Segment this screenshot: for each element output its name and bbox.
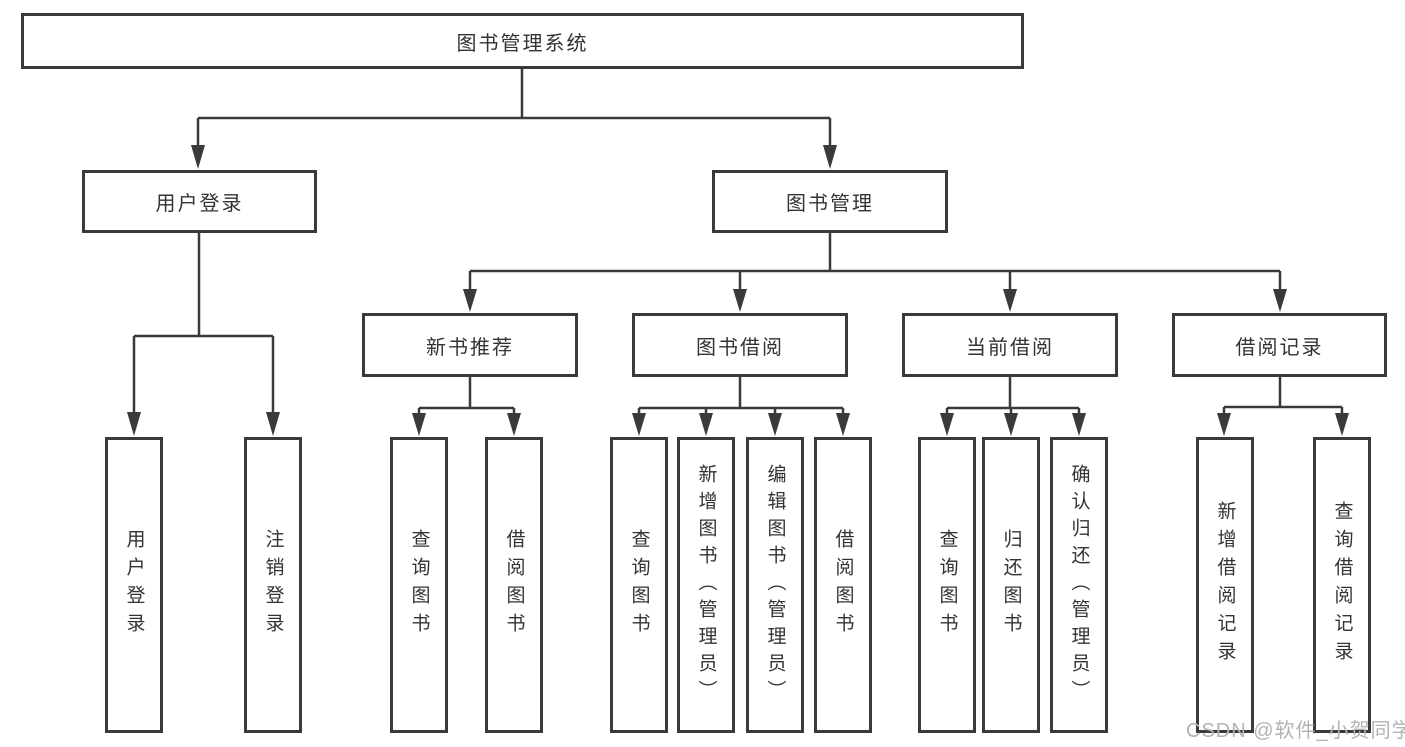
arrow-down-icon bbox=[1072, 413, 1086, 436]
node-new-book-recommend: 新书推荐 bbox=[362, 313, 578, 377]
arrow-down-icon bbox=[632, 413, 646, 436]
node-user-login: 用户登录 bbox=[82, 170, 317, 233]
arrow-down-icon bbox=[127, 412, 141, 436]
node-borrow-records: 借阅记录 bbox=[1172, 313, 1387, 377]
arrow-down-icon bbox=[940, 413, 954, 436]
leaf-query-borrow-record: 查询借阅记录 bbox=[1313, 437, 1371, 733]
arrow-down-icon bbox=[1003, 289, 1017, 312]
arrow-down-icon bbox=[266, 412, 280, 436]
arrow-down-icon bbox=[1273, 289, 1287, 312]
arrow-down-icon bbox=[1335, 413, 1349, 436]
arrow-down-icon bbox=[733, 289, 747, 312]
leaf-return-book: 归还图书 bbox=[982, 437, 1040, 733]
leaf-query-books: 查询图书 bbox=[918, 437, 976, 733]
leaf-add-book-admin: 新增图书（管理员） bbox=[677, 437, 735, 733]
connector-book-borrow-to-leaves bbox=[637, 377, 845, 415]
arrow-down-icon bbox=[1217, 413, 1231, 436]
node-current-borrow: 当前借阅 bbox=[902, 313, 1118, 377]
leaf-add-borrow-record: 新增借阅记录 bbox=[1196, 437, 1254, 733]
csdn-watermark: CSDN @软件_小贺同学 bbox=[1186, 720, 1405, 742]
leaf-confirm-return-admin: 确认归还（管理员） bbox=[1050, 437, 1108, 733]
node-book-management: 图书管理 bbox=[712, 170, 948, 233]
leaf-user-login: 用户登录 bbox=[105, 437, 163, 733]
arrow-down-icon bbox=[823, 145, 837, 169]
arrow-down-icon bbox=[191, 145, 205, 169]
arrow-down-icon bbox=[412, 413, 426, 436]
arrow-down-icon bbox=[1004, 413, 1018, 436]
connector-user-login-to-leaves bbox=[132, 233, 275, 414]
connector-book-management-to-level3 bbox=[468, 233, 1282, 291]
arrow-down-icon bbox=[836, 413, 850, 436]
arrow-down-icon bbox=[463, 289, 477, 312]
leaf-query-books: 查询图书 bbox=[390, 437, 448, 733]
arrow-down-icon bbox=[768, 413, 782, 436]
node-book-borrow: 图书借阅 bbox=[632, 313, 848, 377]
arrow-down-icon bbox=[507, 413, 521, 436]
leaf-edit-book-admin: 编辑图书（管理员） bbox=[746, 437, 804, 733]
connector-new-book-to-leaves bbox=[417, 377, 516, 415]
leaf-logout: 注销登录 bbox=[244, 437, 302, 733]
leaf-borrow-books: 借阅图书 bbox=[485, 437, 543, 733]
node-library-system: 图书管理系统 bbox=[21, 13, 1024, 69]
connector-root-to-level2 bbox=[196, 69, 832, 147]
connector-current-borrow-to-leaves bbox=[945, 377, 1081, 415]
leaf-query-books: 查询图书 bbox=[610, 437, 668, 733]
arrow-down-icon bbox=[699, 413, 713, 436]
connector-borrow-records-to-leaves bbox=[1222, 377, 1344, 415]
leaf-borrow-books: 借阅图书 bbox=[814, 437, 872, 733]
